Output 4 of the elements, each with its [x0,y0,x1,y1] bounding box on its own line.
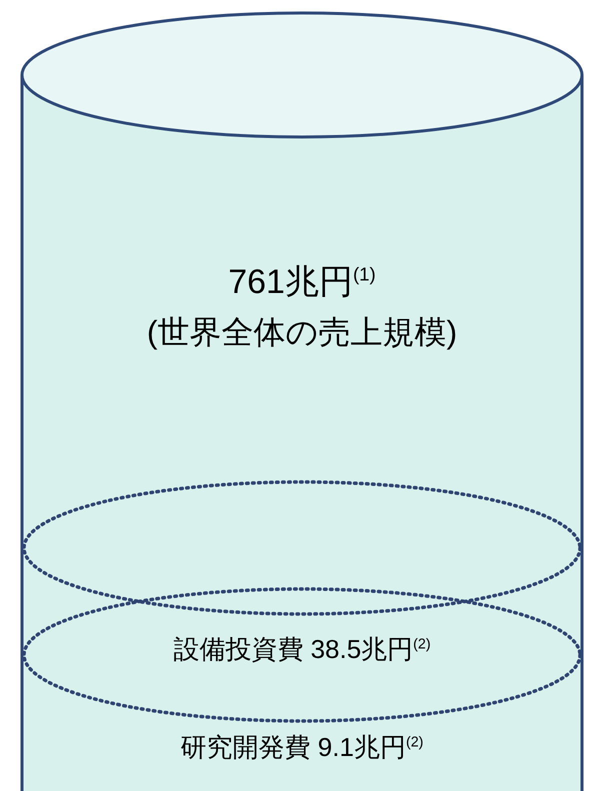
value-text: 設備投資費 38.5兆円$^{(2)}$ [173,633,431,666]
value-text: 研究開発費 9.1兆円$^{(2)}$ [180,731,424,764]
value-text: 761兆円$^{(1)}$ [228,262,376,303]
value-text: (世界全体の売上規模) [146,313,458,352]
